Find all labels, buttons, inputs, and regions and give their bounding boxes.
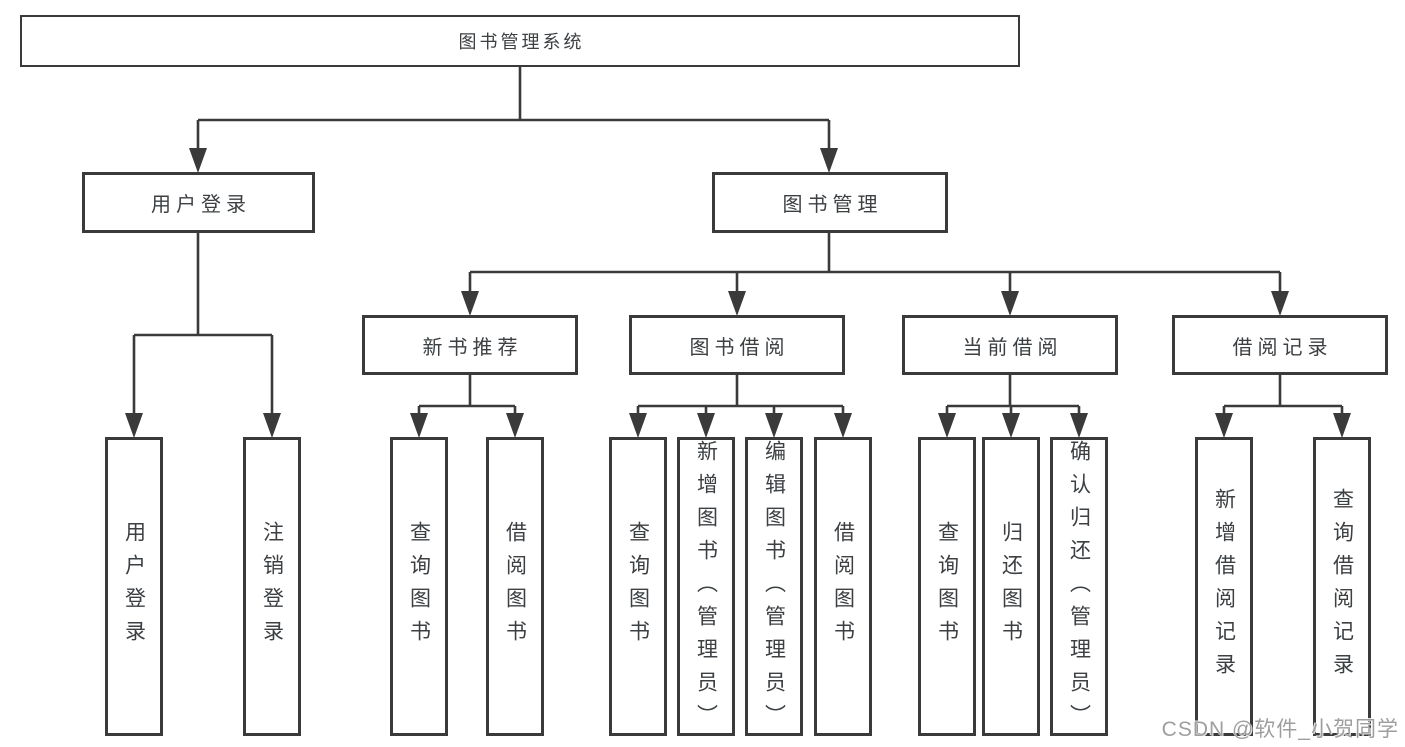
node-new-book-recommendation: 新书推荐 — [362, 315, 578, 375]
node-book-management: 图书管理 — [712, 172, 948, 233]
node-label: 归还图书 — [999, 520, 1023, 653]
node-label: 借阅记录 — [1232, 336, 1333, 359]
watermark: CSDN @软件_小贺同学 — [1161, 718, 1399, 741]
node-library-management-system: 图书管理系统 — [20, 15, 1020, 67]
node-label: 用户登录 — [151, 194, 251, 216]
node-label: 借阅图书 — [831, 520, 855, 653]
node-borrow-books-recommend: 借阅图书 — [486, 437, 544, 736]
node-query-borrow-record: 查询借阅记录 — [1313, 437, 1371, 736]
node-label: 编辑图书（管理员） — [762, 440, 786, 737]
node-borrowing-records: 借阅记录 — [1172, 315, 1388, 375]
node-book-borrowing: 图书借阅 — [629, 315, 845, 375]
node-borrow-books: 借阅图书 — [814, 437, 872, 736]
node-label: 查询图书 — [935, 520, 959, 653]
node-current-borrowing: 当前借阅 — [902, 315, 1118, 375]
node-label: 图书管理系统 — [458, 32, 585, 52]
node-add-borrow-record: 新增借阅记录 — [1195, 437, 1253, 736]
node-add-books-admin: 新增图书（管理员） — [677, 437, 735, 737]
node-query-books-current: 查询图书 — [918, 437, 976, 736]
node-label: 查询图书 — [626, 520, 650, 653]
node-confirm-return-admin: 确认归还（管理员） — [1050, 437, 1108, 737]
node-user-login-action: 用户登录 — [105, 437, 163, 736]
node-label: 新书推荐 — [422, 336, 523, 359]
node-label: 查询借阅记录 — [1330, 487, 1354, 686]
node-label: 新增借阅记录 — [1212, 487, 1236, 686]
node-query-books-recommend: 查询图书 — [390, 437, 448, 736]
node-label: 图书管理 — [782, 194, 883, 216]
node-edit-books-admin: 编辑图书（管理员） — [745, 437, 803, 737]
node-logout: 注销登录 — [243, 437, 301, 736]
node-label: 注销登录 — [260, 520, 284, 653]
node-label: 确认归还（管理员） — [1067, 440, 1091, 737]
node-return-books: 归还图书 — [982, 437, 1040, 736]
node-label: 新增图书（管理员） — [694, 440, 718, 737]
node-label: 图书借阅 — [689, 336, 790, 359]
node-label: 当前借阅 — [962, 336, 1063, 359]
node-label: 借阅图书 — [503, 520, 527, 653]
node-label: 查询图书 — [407, 520, 431, 653]
node-query-books-borrowing: 查询图书 — [609, 437, 667, 736]
node-user-login: 用户登录 — [82, 172, 315, 233]
node-label: 用户登录 — [122, 520, 146, 653]
